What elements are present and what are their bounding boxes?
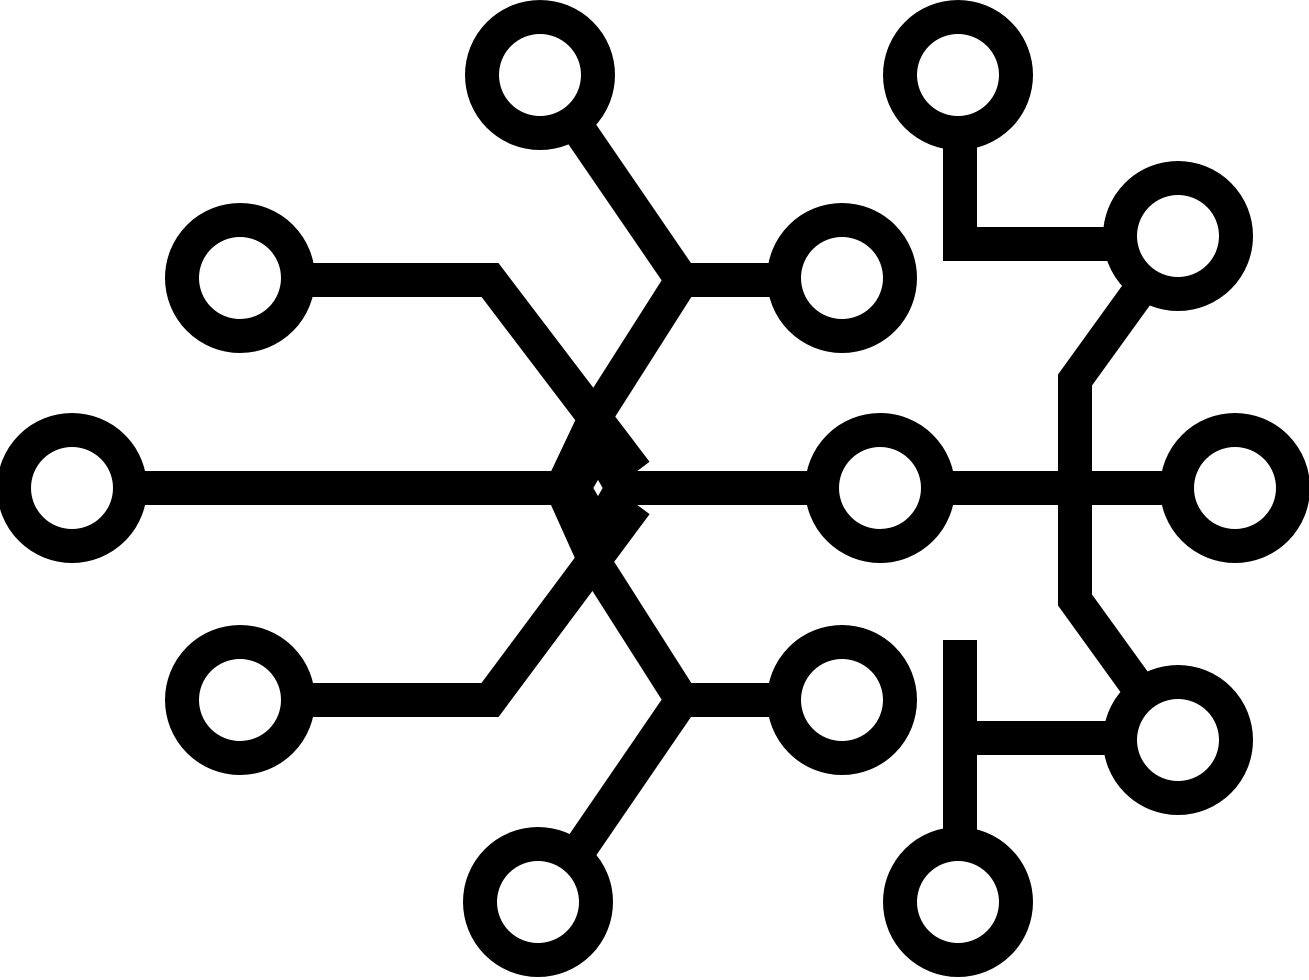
wire-lower-cross bbox=[546, 481, 697, 710]
node-far-right bbox=[1160, 413, 1309, 563]
node-right-upper bbox=[1103, 161, 1253, 311]
node-far-left bbox=[0, 413, 147, 563]
wire-right-spine bbox=[1058, 280, 1154, 700]
wire-top-right-elbow bbox=[943, 130, 1130, 261]
node-top bbox=[465, 0, 615, 150]
center-crossing bbox=[558, 420, 638, 556]
wire-to-bottom-node bbox=[567, 690, 697, 856]
node-upper-left bbox=[165, 203, 315, 353]
node-mid-lower bbox=[767, 625, 917, 775]
node-right-lower bbox=[1103, 665, 1253, 815]
wire-bottom-right-elbow bbox=[943, 640, 1130, 850]
node-mid-upper bbox=[767, 203, 917, 353]
node-lower-left bbox=[165, 625, 315, 775]
connector-lines bbox=[128, 124, 1180, 856]
node-center-right bbox=[805, 413, 955, 563]
node-bottom bbox=[463, 827, 613, 977]
wire-to-top-node bbox=[567, 124, 697, 290]
node-bottom-right bbox=[883, 827, 1033, 977]
node-top-right bbox=[883, 0, 1033, 150]
